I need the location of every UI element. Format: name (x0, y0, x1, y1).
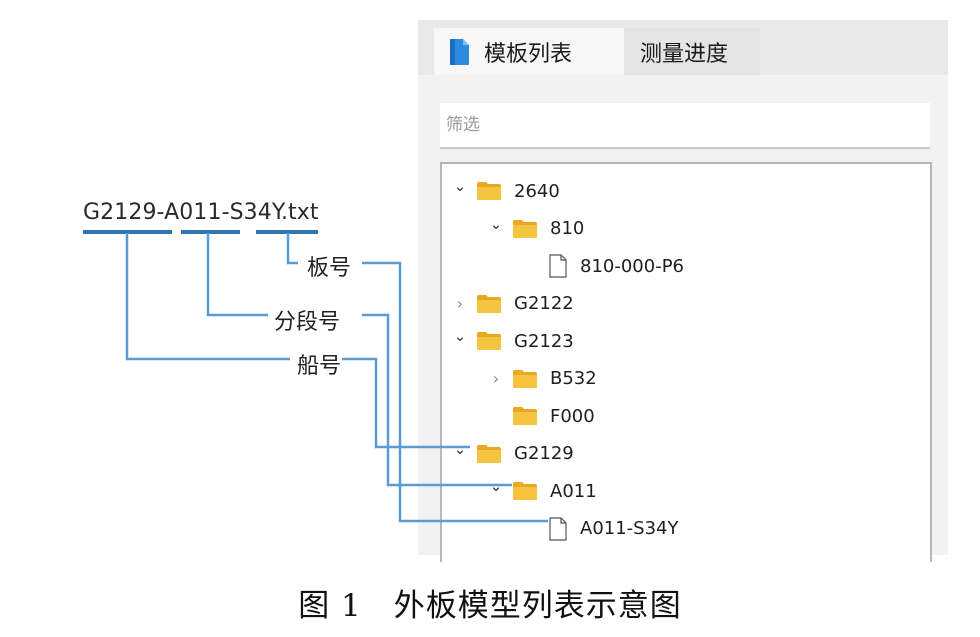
tab-label: 模板列表 (484, 41, 573, 67)
folder-icon (477, 444, 501, 463)
segment-number-label: 分段号 (274, 310, 341, 335)
plate-number-label: 板号 (307, 256, 352, 281)
tree-folder-item[interactable]: ⌄ 2640 (452, 176, 560, 206)
ship-number-label: 船号 (297, 354, 342, 379)
tree-folder-item[interactable]: ⌄ G2129 (452, 439, 574, 469)
tree-folder-item[interactable]: ⌄ G2123 (452, 326, 574, 356)
tree-file-item[interactable]: 810-000-P6 (524, 251, 684, 281)
filename-segment-part: A011 (164, 200, 222, 225)
chevron-down-icon[interactable]: ⌄ (453, 177, 467, 195)
folder-icon (477, 182, 501, 200)
tree-file-item[interactable]: A011-S34Y (524, 514, 679, 544)
tree-item-label: G2123 (514, 330, 574, 352)
file-icon (549, 254, 567, 278)
plate-connector-left (286, 233, 298, 265)
tab-template-list[interactable]: 模板列表 (434, 28, 624, 75)
chevron-down-icon[interactable]: ⌄ (453, 439, 467, 458)
tree-folder-item[interactable]: ⌄ 810 (488, 214, 585, 244)
chevron-right-icon[interactable]: › (456, 294, 464, 313)
ship-connector-left (125, 233, 290, 361)
folder-icon (477, 332, 501, 350)
tree-item-label: 810-000-P6 (580, 255, 685, 277)
tab-label: 测量进度 (640, 41, 729, 67)
tree-item-label: 2640 (514, 180, 560, 202)
filename-plate-part: S34Y (229, 200, 281, 225)
folder-icon (513, 219, 537, 238)
tree-folder-item[interactable]: › G2122 (452, 289, 574, 319)
tree-item-label: 810 (550, 218, 585, 239)
file-icon (549, 516, 567, 541)
tree-item-label: G2129 (514, 443, 574, 464)
filename-extension: .txt (280, 200, 319, 225)
figure-caption: 图 1 外板模型列表示意图 (298, 588, 682, 624)
filter-input[interactable] (440, 103, 930, 149)
tree-item-label: B532 (550, 368, 597, 389)
filename-separator: - (156, 200, 165, 225)
folder-icon (513, 482, 537, 500)
template-panel: 模板列表 测量进度 ⌄ 2640 ⌄ 810 810-000-P6 › G2122 ⌄ G212… (418, 20, 948, 562)
chevron-down-icon[interactable]: ⌄ (489, 214, 503, 233)
tree-item-label: A011 (550, 480, 597, 502)
document-blue-icon (450, 38, 469, 65)
tree-item-label: A011-S34Y (580, 518, 679, 539)
tree-item-label: G2122 (514, 293, 574, 314)
filename-text: G2129-A011-S34Y.txt (83, 200, 319, 225)
tree-folder-item[interactable]: F000 (488, 401, 595, 431)
folder-icon (477, 294, 501, 313)
chevron-down-icon[interactable]: ⌄ (489, 477, 503, 495)
folder-icon (513, 369, 537, 388)
segment-connector-left (206, 233, 268, 317)
tab-bar: 模板列表 测量进度 (418, 20, 948, 75)
tab-measure-progress[interactable]: 测量进度 (624, 28, 760, 75)
tree-item-label: F000 (550, 405, 595, 427)
filename-separator: - (221, 200, 230, 225)
tree-folder-item[interactable]: ⌄ A011 (488, 476, 597, 506)
chevron-right-icon[interactable]: › (492, 369, 500, 388)
filename-ship-part: G2129 (83, 200, 157, 225)
chevron-down-icon[interactable]: ⌄ (453, 327, 467, 345)
tree-folder-item[interactable]: › B532 (488, 364, 597, 394)
folder-icon (513, 407, 537, 425)
